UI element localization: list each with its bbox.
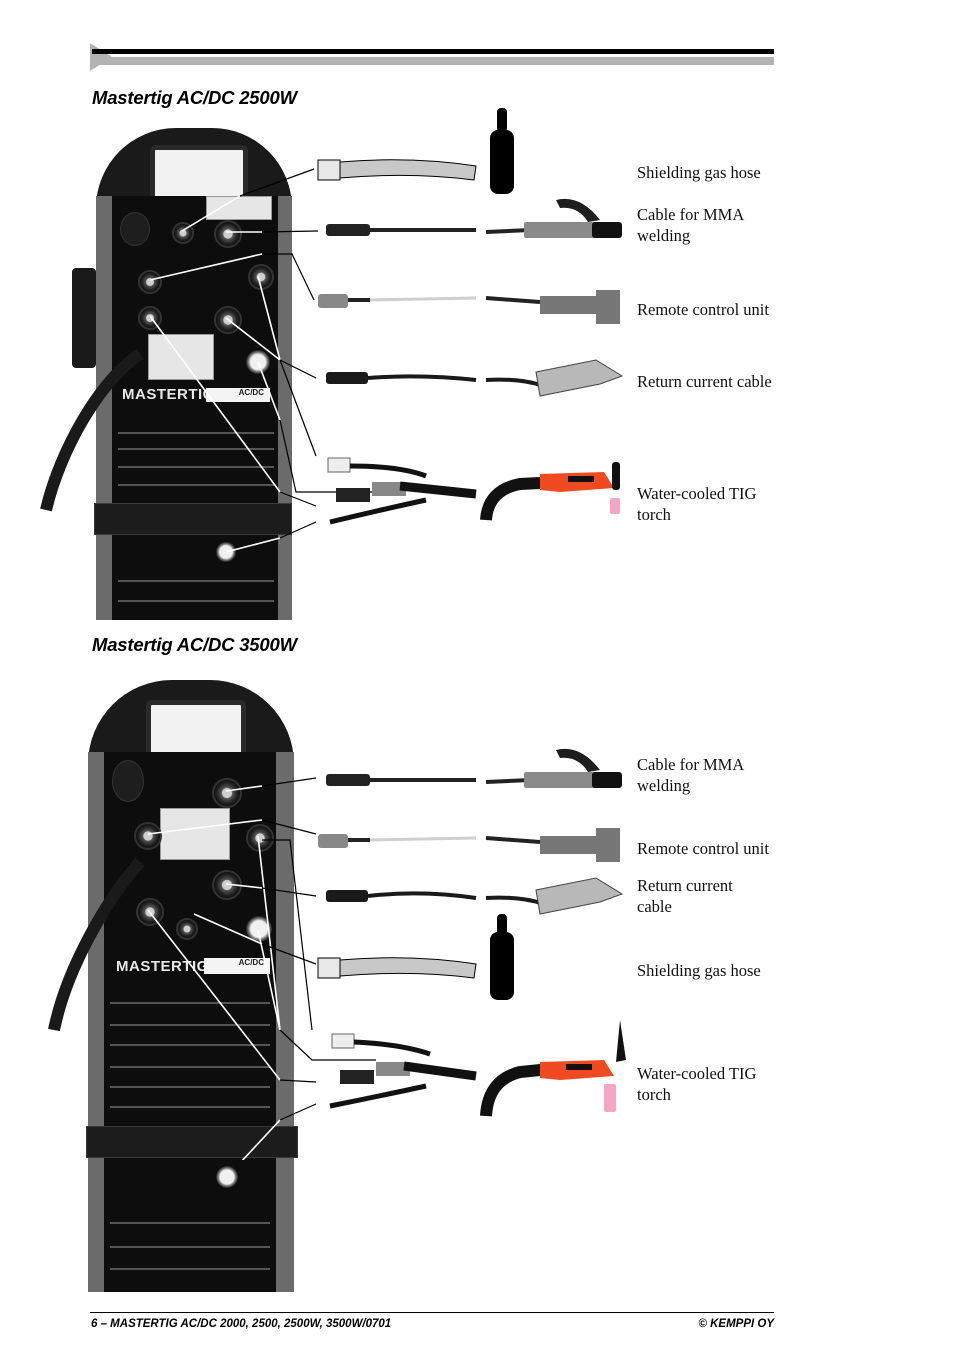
vent-slot: [118, 448, 274, 450]
vent-slot: [110, 1246, 270, 1248]
vent-slot: [110, 1106, 270, 1108]
cooler-strap: [94, 503, 292, 535]
vent-slot: [118, 580, 274, 582]
brand-logo: MASTERTIG: [122, 386, 215, 403]
label-cable-mma-welding: Cable for MMA welding: [637, 755, 744, 795]
header-rule-grey: [92, 57, 774, 65]
remote-socket-icon: [138, 270, 162, 294]
vent-slot: [110, 1222, 270, 1224]
cooler-connector-icon: [216, 1166, 238, 1188]
label-water-cooled-tig-torch: Water-cooled TIG torch: [637, 484, 757, 524]
brand-logo: MASTERTIG: [116, 958, 209, 975]
mains-cable: [48, 858, 145, 1032]
footer-rule: [90, 1312, 774, 1313]
label-remote-control-unit: Remote control unit: [637, 300, 769, 319]
side-holder: [72, 268, 96, 368]
mains-cable: [40, 348, 144, 512]
section-title-3500w: Mastertig AC/DC 3500W: [92, 634, 297, 655]
remote-socket-icon: [134, 822, 162, 850]
main-switch-icon: [112, 760, 144, 802]
leader-lines-3500w: [147, 748, 626, 1160]
vent-slot: [110, 1066, 270, 1068]
section-title-2500w: Mastertig AC/DC 2500W: [92, 87, 297, 108]
main-switch-icon: [120, 212, 150, 246]
label-shielding-gas-hose: Shielding gas hose: [637, 961, 761, 980]
label-cable-mma-welding: Cable for MMA welding: [637, 205, 744, 245]
model-badge: AC/DC: [206, 388, 270, 402]
label-water-cooled-tig-torch: Water-cooled TIG torch: [637, 1064, 757, 1104]
carry-handle: [150, 145, 248, 200]
vent-slot: [118, 600, 274, 602]
vent-slot: [118, 466, 274, 468]
cooler-strap: [86, 1126, 298, 1158]
label-return-current-cable: Return current cable: [637, 876, 733, 916]
footer-copyright: © KEMPPI OY: [698, 1318, 774, 1330]
rating-plate: [160, 808, 230, 860]
vent-slot: [110, 1044, 270, 1046]
model-badge: AC/DC: [204, 958, 270, 974]
header-rule-black: [92, 49, 774, 54]
vent-slot: [118, 432, 274, 434]
machine-front-panel: [112, 196, 278, 620]
label-return-current-cable: Return current cable: [637, 372, 772, 391]
mma-socket-icon: [212, 778, 242, 808]
label-remote-control-unit: Remote control unit: [637, 839, 769, 858]
footer-doc-ref: 6 – MASTERTIG AC/DC 2000, 2500, 2500W, 3…: [91, 1318, 392, 1330]
vent-slot: [110, 1002, 270, 1004]
leader-lines-2500w: [149, 108, 624, 553]
gas-connector-icon: [176, 918, 198, 940]
label-shielding-gas-hose: Shielding gas hose: [637, 163, 761, 182]
vent-slot: [118, 484, 274, 486]
vent-slot: [110, 1024, 270, 1026]
mma-socket-icon: [214, 220, 242, 248]
vent-slot: [110, 1086, 270, 1088]
torch-control-socket-icon: [136, 898, 164, 926]
carry-handle: [146, 700, 246, 757]
vent-slot: [110, 1268, 270, 1270]
